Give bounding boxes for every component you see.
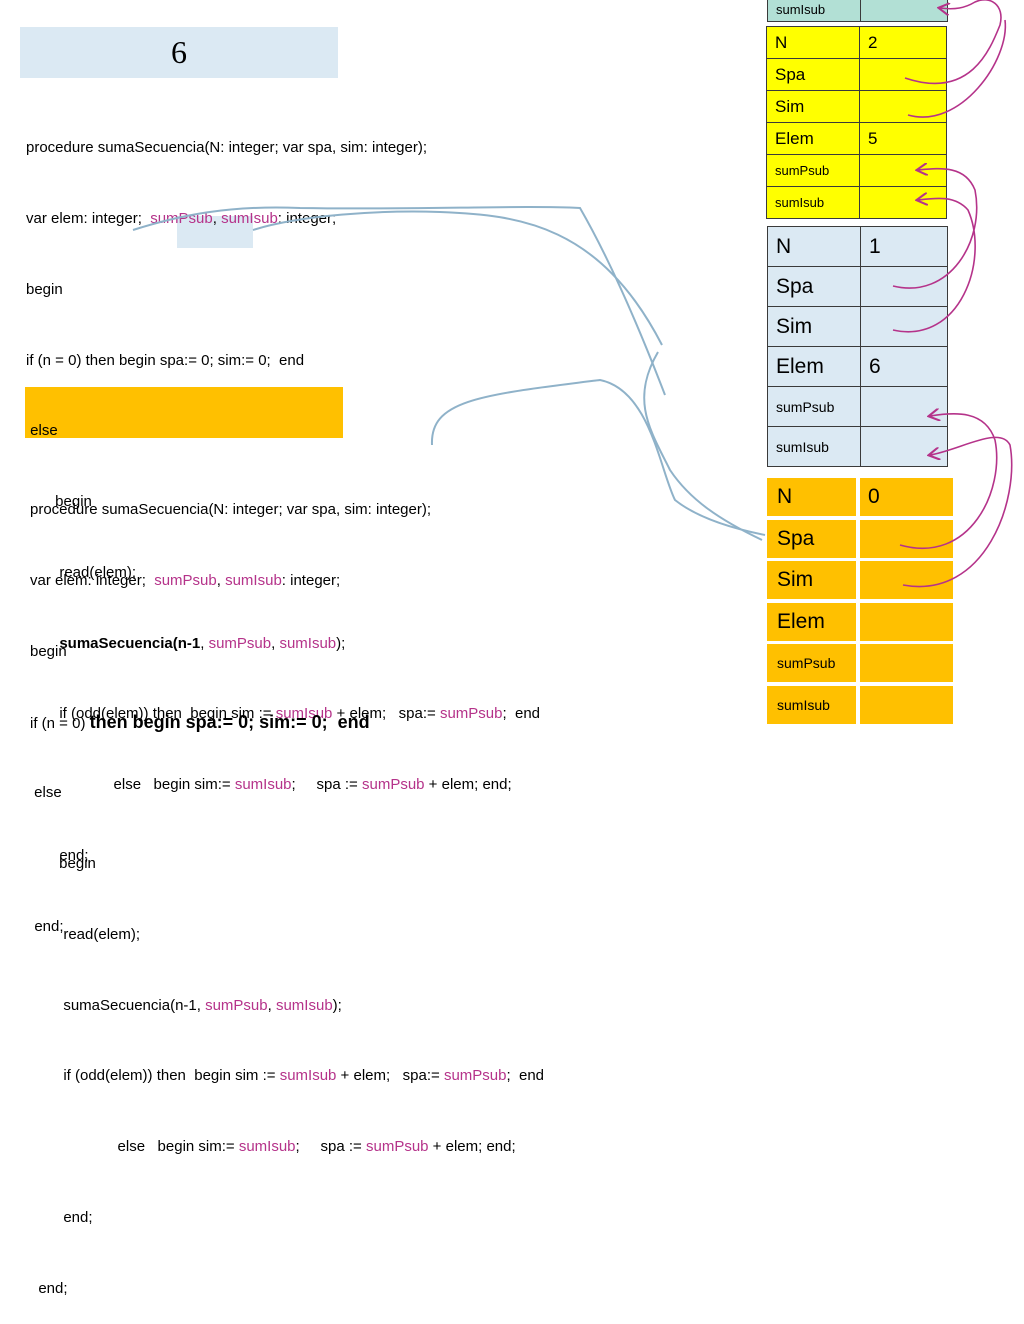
frame-key: Sim bbox=[767, 306, 861, 347]
frame-value bbox=[860, 519, 953, 558]
frame-row-spa: Spa bbox=[767, 519, 953, 560]
frame-key: N bbox=[766, 26, 860, 59]
code-line: begin bbox=[26, 280, 63, 298]
code-line: else begin sim:= sumIsub; spa := sumPsub… bbox=[30, 1138, 516, 1156]
frame-value: 2 bbox=[859, 26, 947, 59]
frame-value: 0 bbox=[860, 478, 953, 516]
frame-key: Sim bbox=[766, 90, 860, 123]
frame-value bbox=[860, 386, 948, 427]
code-line: read(elem); bbox=[26, 563, 137, 581]
code-line: var elem: integer; sumPsub, sumIsub: int… bbox=[26, 209, 337, 227]
frame-key: sumIsub bbox=[767, 426, 861, 467]
code-line: else bbox=[26, 422, 58, 440]
frame-value bbox=[860, 685, 953, 724]
frame-value: 5 bbox=[859, 122, 947, 155]
slide-number-box: 6 bbox=[20, 27, 338, 78]
code-line: read(elem); bbox=[30, 925, 141, 943]
code-line: if (odd(elem)) then begin sim := sumIsub… bbox=[26, 705, 541, 723]
frame-key: Elem bbox=[767, 602, 856, 641]
frame-value bbox=[860, 0, 948, 22]
frame-key: sumIsub bbox=[766, 186, 860, 219]
code-line: else bbox=[30, 784, 62, 802]
code-line: var elem: integer; sumPsub, sumIsub: int… bbox=[30, 571, 341, 589]
slide-number: 6 bbox=[171, 34, 187, 70]
frame-value bbox=[860, 561, 953, 599]
frame-value: 1 bbox=[860, 226, 948, 267]
code-line: if (odd(elem)) then begin sim := sumIsub… bbox=[30, 1067, 545, 1085]
code-line: end; bbox=[30, 1209, 93, 1226]
frame-row-sim: Sim bbox=[766, 90, 947, 123]
code-line: procedure sumaSecuencia(N: integer; var … bbox=[30, 501, 432, 519]
frame-value bbox=[859, 58, 947, 91]
frame-value bbox=[859, 154, 947, 187]
frame-value bbox=[860, 602, 953, 641]
frame-value bbox=[859, 186, 947, 219]
frame-key: N bbox=[767, 226, 861, 267]
frame-key: sumIsub bbox=[767, 0, 861, 22]
frame-key: Spa bbox=[766, 58, 860, 91]
frame-row-sumisub: sumIsub bbox=[767, 685, 953, 726]
frame-value: 6 bbox=[860, 346, 948, 387]
code-line-base-case: if (n = 0) then begin spa:= 0; sim:= 0; … bbox=[30, 711, 370, 732]
frame-value bbox=[859, 90, 947, 123]
code-line: procedure sumaSecuencia(N: integer; var … bbox=[26, 139, 428, 157]
code-line: begin bbox=[26, 493, 92, 511]
frame-key: sumPsub bbox=[766, 154, 860, 187]
frame-key: Sim bbox=[767, 561, 856, 599]
code-line: begin bbox=[30, 855, 96, 873]
code-line: end; bbox=[30, 1279, 68, 1297]
frame-key: Elem bbox=[766, 122, 860, 155]
code-line-recursive-call: sumaSecuencia(n-1, sumPsub, sumIsub); bbox=[26, 634, 346, 652]
frame-key: sumPsub bbox=[767, 386, 861, 427]
frame-row-sumisub: sumIsub bbox=[766, 186, 947, 219]
frame-row-sumisub: sumIsub bbox=[767, 426, 948, 467]
frame-key: N bbox=[767, 478, 856, 516]
frame-row-sim: Sim bbox=[767, 561, 953, 601]
frame-row-sim: Sim bbox=[767, 306, 948, 347]
code-line: begin bbox=[30, 642, 67, 660]
call-connector-line bbox=[643, 351, 763, 541]
frame-row-sumpsub: sumPsub bbox=[766, 154, 947, 187]
frame-key: Spa bbox=[767, 266, 861, 307]
code-line: if (n = 0) then begin spa:= 0; sim:= 0; … bbox=[26, 351, 305, 369]
frame-row-elem: Elem bbox=[767, 602, 953, 643]
frame-value bbox=[860, 266, 948, 307]
orange-banner-box bbox=[25, 387, 343, 438]
code-block-second-call: procedure sumaSecuencia(N: integer; var … bbox=[30, 451, 544, 1324]
frame-key: sumIsub bbox=[767, 685, 856, 724]
frame-value bbox=[860, 306, 948, 347]
frame-row-sumpsub: sumPsub bbox=[767, 386, 948, 427]
frame-row-sumpsub: sumPsub bbox=[767, 644, 953, 684]
frame-key: Spa bbox=[767, 519, 856, 558]
code-line: sumaSecuencia(n-1, sumPsub, sumIsub); bbox=[30, 996, 342, 1014]
frame-value bbox=[860, 426, 948, 467]
frame-row-spa: Spa bbox=[766, 58, 947, 91]
stack-frame-top-partial: sumIsub bbox=[767, 0, 948, 22]
frame-key: Elem bbox=[767, 346, 861, 387]
frame-value bbox=[860, 644, 953, 682]
frame-row-spa: Spa bbox=[767, 266, 948, 307]
frame-key: sumPsub bbox=[767, 644, 856, 682]
